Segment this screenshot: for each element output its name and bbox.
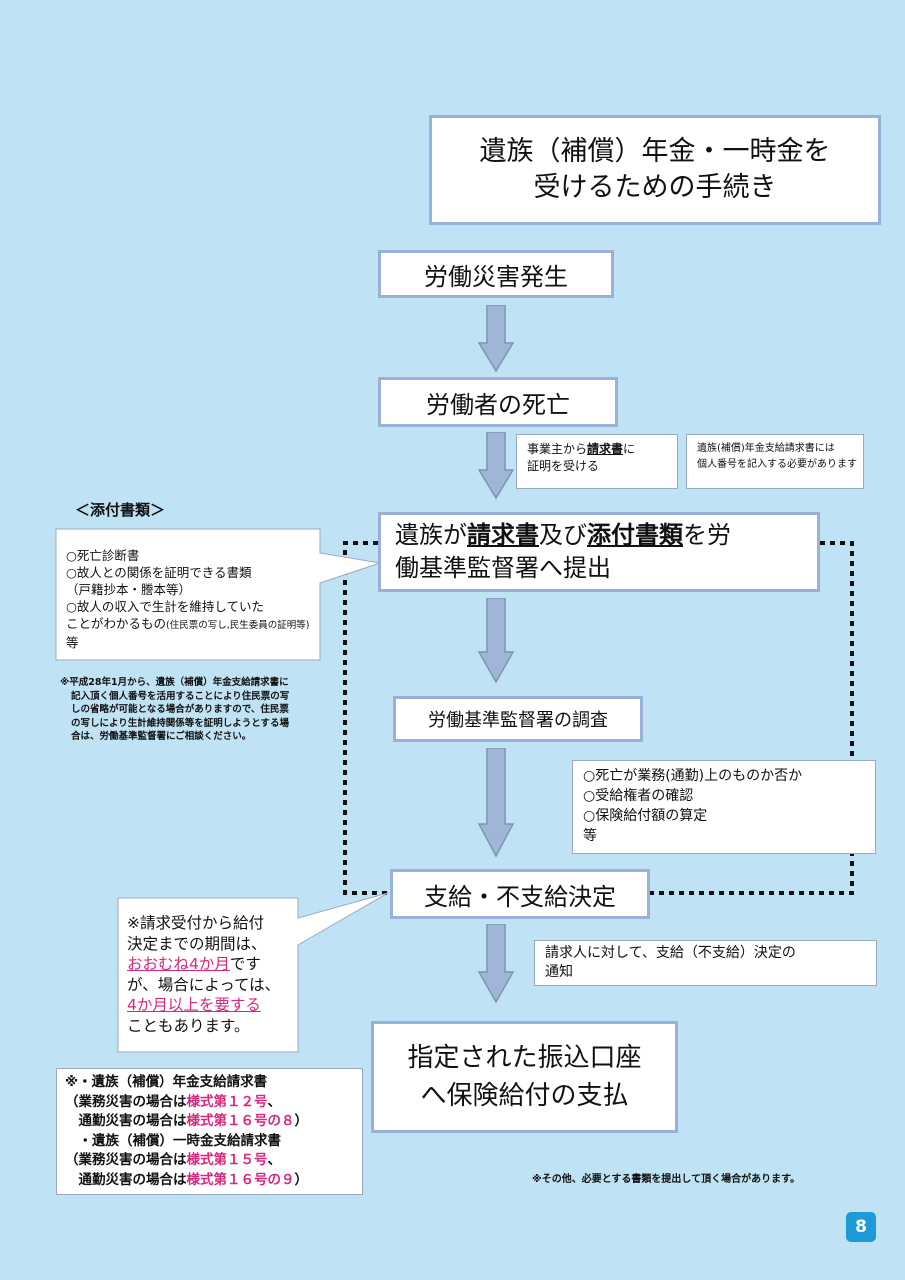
attachments-heading: ＜添付書類＞ xyxy=(75,501,166,519)
down-arrow-5 xyxy=(478,924,514,1004)
step-investigation: 労働基準監督署の調査 xyxy=(393,696,643,742)
title-line-2: 受けるための手続き xyxy=(533,172,777,203)
step-payment: 指定された振込口座 へ保険給付の支払 xyxy=(371,1021,678,1133)
employer-certify-note: 事業主から請求書に 証明を受ける xyxy=(516,434,678,489)
step-submit: 遺族が請求書及び添付書類を労 働基準監督署へ提出 xyxy=(378,512,820,592)
personal-number-footnote: ※平成28年1月から、遺族（補償）年金支給請求書に 記入頂く個人番号を活用するこ… xyxy=(60,677,290,742)
attachments-callout-shape xyxy=(55,528,381,661)
down-arrow-4 xyxy=(478,748,514,858)
notify-note: 請求人に対して、支給（不支給）決定の 通知 xyxy=(534,940,877,986)
personal-number-note: 遺族(補償)年金支給請求書には 個人番号を記入する必要があります xyxy=(686,434,864,489)
forms-note: ※・遺族（補償）年金支給請求書 （業務災害の場合は様式第１２号、 通勤災害の場合… xyxy=(56,1068,363,1195)
period-callout-shape xyxy=(117,892,389,1053)
other-documents-note: ※その他、必要とする書類を提出して頂く場合があります。 xyxy=(532,1174,801,1185)
down-arrow-2 xyxy=(478,432,514,500)
title-box: 遺族（補償）年金・一時金を 受けるための手続き xyxy=(429,115,881,225)
page-number-badge: 8 xyxy=(846,1212,876,1242)
step-death: 労働者の死亡 xyxy=(378,377,618,427)
down-arrow-3 xyxy=(478,598,514,684)
period-note: ※請求受付から給付 決定までの期間は、 おおむね4か月です が、場合によっては、… xyxy=(127,914,281,1035)
down-arrow-1 xyxy=(478,305,514,373)
attachments-list: ○死亡診断書 ○故人との関係を証明できる書類 （戸籍抄本・謄本等） ○故人の収入… xyxy=(66,548,310,650)
step-decision: 支給・不支給決定 xyxy=(390,869,650,919)
investigation-items-note: ○死亡が業務(通勤)上のものか否か ○受給権者の確認 ○保険給付額の算定 等 xyxy=(572,760,876,854)
title-line-1: 遺族（補償）年金・一時金を xyxy=(479,136,831,167)
step-occurrence: 労働災害発生 xyxy=(378,250,614,298)
